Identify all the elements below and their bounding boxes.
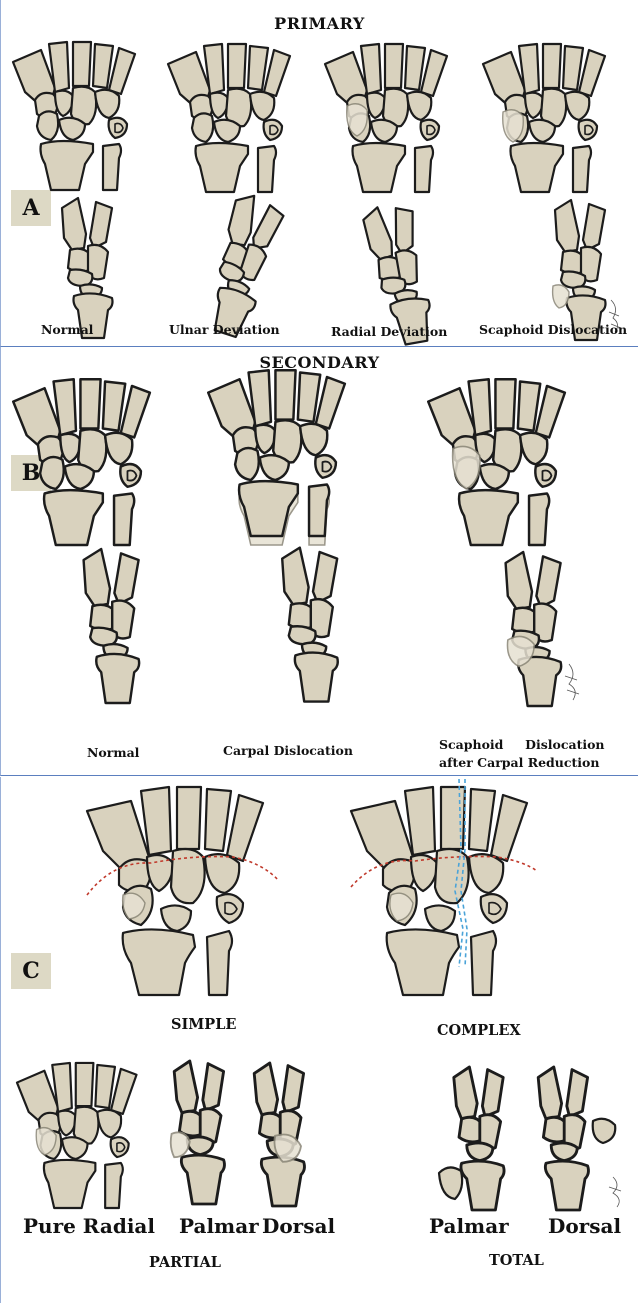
caption-normal: Normal — [41, 322, 93, 337]
caption-scaphoid-dislocation-line2: after Carpal Reduction — [439, 755, 599, 770]
secondary-scaphoid-pa-figure — [426, 377, 586, 547]
total-dorsal-figure — [533, 1067, 633, 1217]
primary-radial-pa-figure — [323, 42, 463, 192]
panel-a-header: PRIMARY — [1, 14, 638, 33]
primary-ulnar-pa-figure — [166, 42, 306, 192]
caption-partial-group: PARTIAL — [149, 1254, 221, 1271]
partial-palmar-figure — [169, 1061, 249, 1211]
caption-carpal-dislocation: Carpal Dislocation — [223, 743, 353, 758]
partial-pure-radial-figure — [15, 1061, 165, 1211]
caption-secondary-normal: Normal — [87, 745, 139, 760]
complex-dislocation-figure — [347, 779, 567, 1004]
secondary-normal-lateral-figure — [77, 549, 167, 709]
caption-scaphoid-dislocation-line1: Scaphoid Dislocation — [439, 737, 605, 752]
panel-b-header: SECONDARY — [1, 353, 638, 372]
caption-scaphoid-dislocation: Scaphoid Dislocation — [479, 322, 627, 337]
secondary-normal-pa-figure — [11, 377, 171, 547]
caption-partial-dorsal: Dorsal — [262, 1214, 335, 1238]
secondary-carpal-pa-figure — [206, 377, 366, 547]
caption-total-palmar: Palmar — [429, 1214, 509, 1238]
partial-dorsal-figure — [249, 1063, 329, 1213]
primary-radial-lateral-figure — [369, 203, 449, 343]
total-palmar-figure — [433, 1067, 523, 1217]
secondary-carpal-lateral-figure — [269, 552, 359, 712]
caption-total-dorsal: Dorsal — [548, 1214, 621, 1238]
caption-total-group: TOTAL — [489, 1252, 544, 1269]
panel-a-label: A — [11, 190, 51, 226]
primary-ulnar-lateral-figure — [199, 195, 299, 340]
primary-scaphoid-pa-figure — [481, 42, 621, 192]
caption-pure-radial: Pure Radial — [23, 1214, 155, 1238]
simple-dislocation-figure — [83, 785, 303, 1005]
panel-primary: PRIMARY A Normal Ulnar Deviation Radial … — [0, 0, 638, 347]
primary-normal-lateral-figure — [56, 198, 136, 338]
panel-complex: C SIMPLE COMPLEX — [0, 777, 638, 1303]
panel-c-label: C — [11, 953, 51, 989]
panel-secondary: SECONDARY B Normal Carpal Dislocation Sc… — [0, 347, 638, 776]
caption-complex: COMPLEX — [437, 1022, 521, 1039]
secondary-scaphoid-lateral-figure — [499, 552, 599, 712]
caption-partial-palmar: Palmar — [179, 1214, 259, 1238]
caption-ulnar-deviation: Ulnar Deviation — [169, 322, 280, 337]
caption-radial-deviation: Radial Deviation — [331, 324, 447, 339]
caption-simple: SIMPLE — [171, 1016, 236, 1033]
primary-normal-pa-figure — [11, 40, 151, 190]
primary-scaphoid-lateral-figure — [549, 200, 629, 340]
